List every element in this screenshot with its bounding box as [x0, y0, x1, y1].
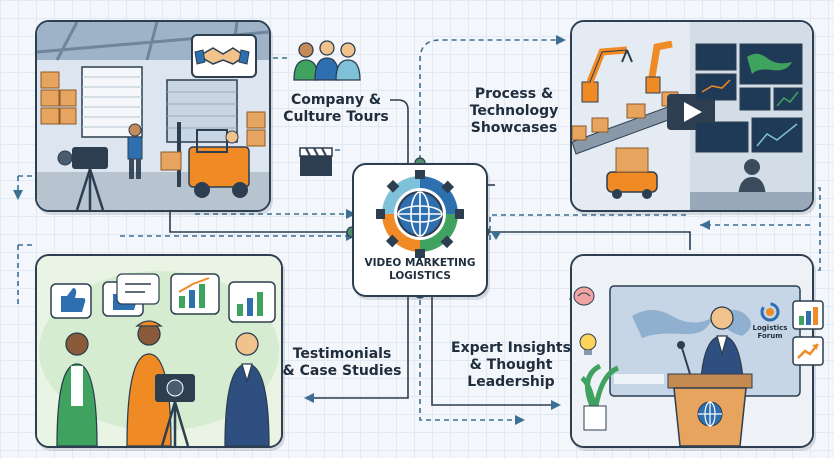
- bar-chart-icon: [170, 273, 276, 323]
- side-chart-icon-2: [792, 336, 824, 366]
- label-line: Process &: [474, 86, 554, 102]
- team-people-icon: [293, 40, 361, 81]
- forum-badge-line1: Logistics: [752, 324, 788, 332]
- label-process-technology: Process & Technology Showcases: [454, 86, 574, 137]
- panel-testimonial-scene: [35, 254, 283, 448]
- panel-expert-scene: Logistics Forum: [570, 254, 814, 448]
- robot-arm-icon: [581, 40, 673, 103]
- handshake-icon: [194, 47, 250, 65]
- forum-badge-line2: Forum: [757, 332, 783, 340]
- box-stack-left: [40, 71, 266, 147]
- label-line: Showcases: [470, 120, 558, 136]
- hub-title: VIDEO MARKETING LOGISTICS: [354, 257, 486, 283]
- lightbulb-icon: [579, 333, 597, 355]
- plant-icon: [580, 363, 620, 431]
- handshake-badge: [191, 34, 257, 78]
- man-figure-suit: [224, 332, 270, 446]
- world-map-icon: [695, 43, 803, 153]
- label-line: Expert Insights: [451, 340, 571, 356]
- conveyor-icon: [572, 91, 691, 155]
- camera-icon: [155, 374, 195, 446]
- label-line: Testimonials: [292, 346, 392, 362]
- label-line: Company &: [290, 92, 382, 108]
- center-hub: VIDEO MARKETING LOGISTICS: [352, 163, 488, 297]
- testimonial-illustration: [37, 256, 281, 446]
- brain-icon: [573, 286, 595, 306]
- forum-badge: Logistics Forum: [746, 302, 794, 340]
- video-camera-icon: [57, 147, 108, 210]
- label-line: Technology: [469, 103, 559, 119]
- globe-gear-icon: [376, 170, 464, 258]
- woman-figure: [56, 332, 98, 446]
- label-line: & Thought: [469, 357, 553, 373]
- hub-title-line2: LOGISTICS: [389, 270, 451, 282]
- forklift-icon: [160, 122, 250, 198]
- label-line: Leadership: [467, 374, 555, 390]
- label-company-culture: Company & Culture Tours: [276, 92, 396, 126]
- label-expert-insights: Expert Insights & Thought Leadership: [448, 340, 574, 391]
- label-line: Culture Tours: [283, 109, 389, 125]
- panel-automation-scene: [570, 20, 814, 212]
- side-chart-icon-1: [792, 300, 824, 330]
- expert-illustration: [572, 256, 812, 446]
- label-line: & Case Studies: [282, 363, 402, 379]
- forum-logo-icon: [760, 302, 780, 322]
- agv-robot-icon: [606, 147, 658, 199]
- worker-figure: [127, 123, 143, 179]
- play-button-icon: [667, 94, 715, 130]
- label-testimonials: Testimonials & Case Studies: [280, 346, 404, 380]
- podium-icon: [667, 341, 753, 446]
- automation-illustration: [572, 22, 812, 210]
- hub-title-line1: VIDEO MARKETING: [364, 257, 476, 269]
- clapperboard-icon: [299, 147, 333, 176]
